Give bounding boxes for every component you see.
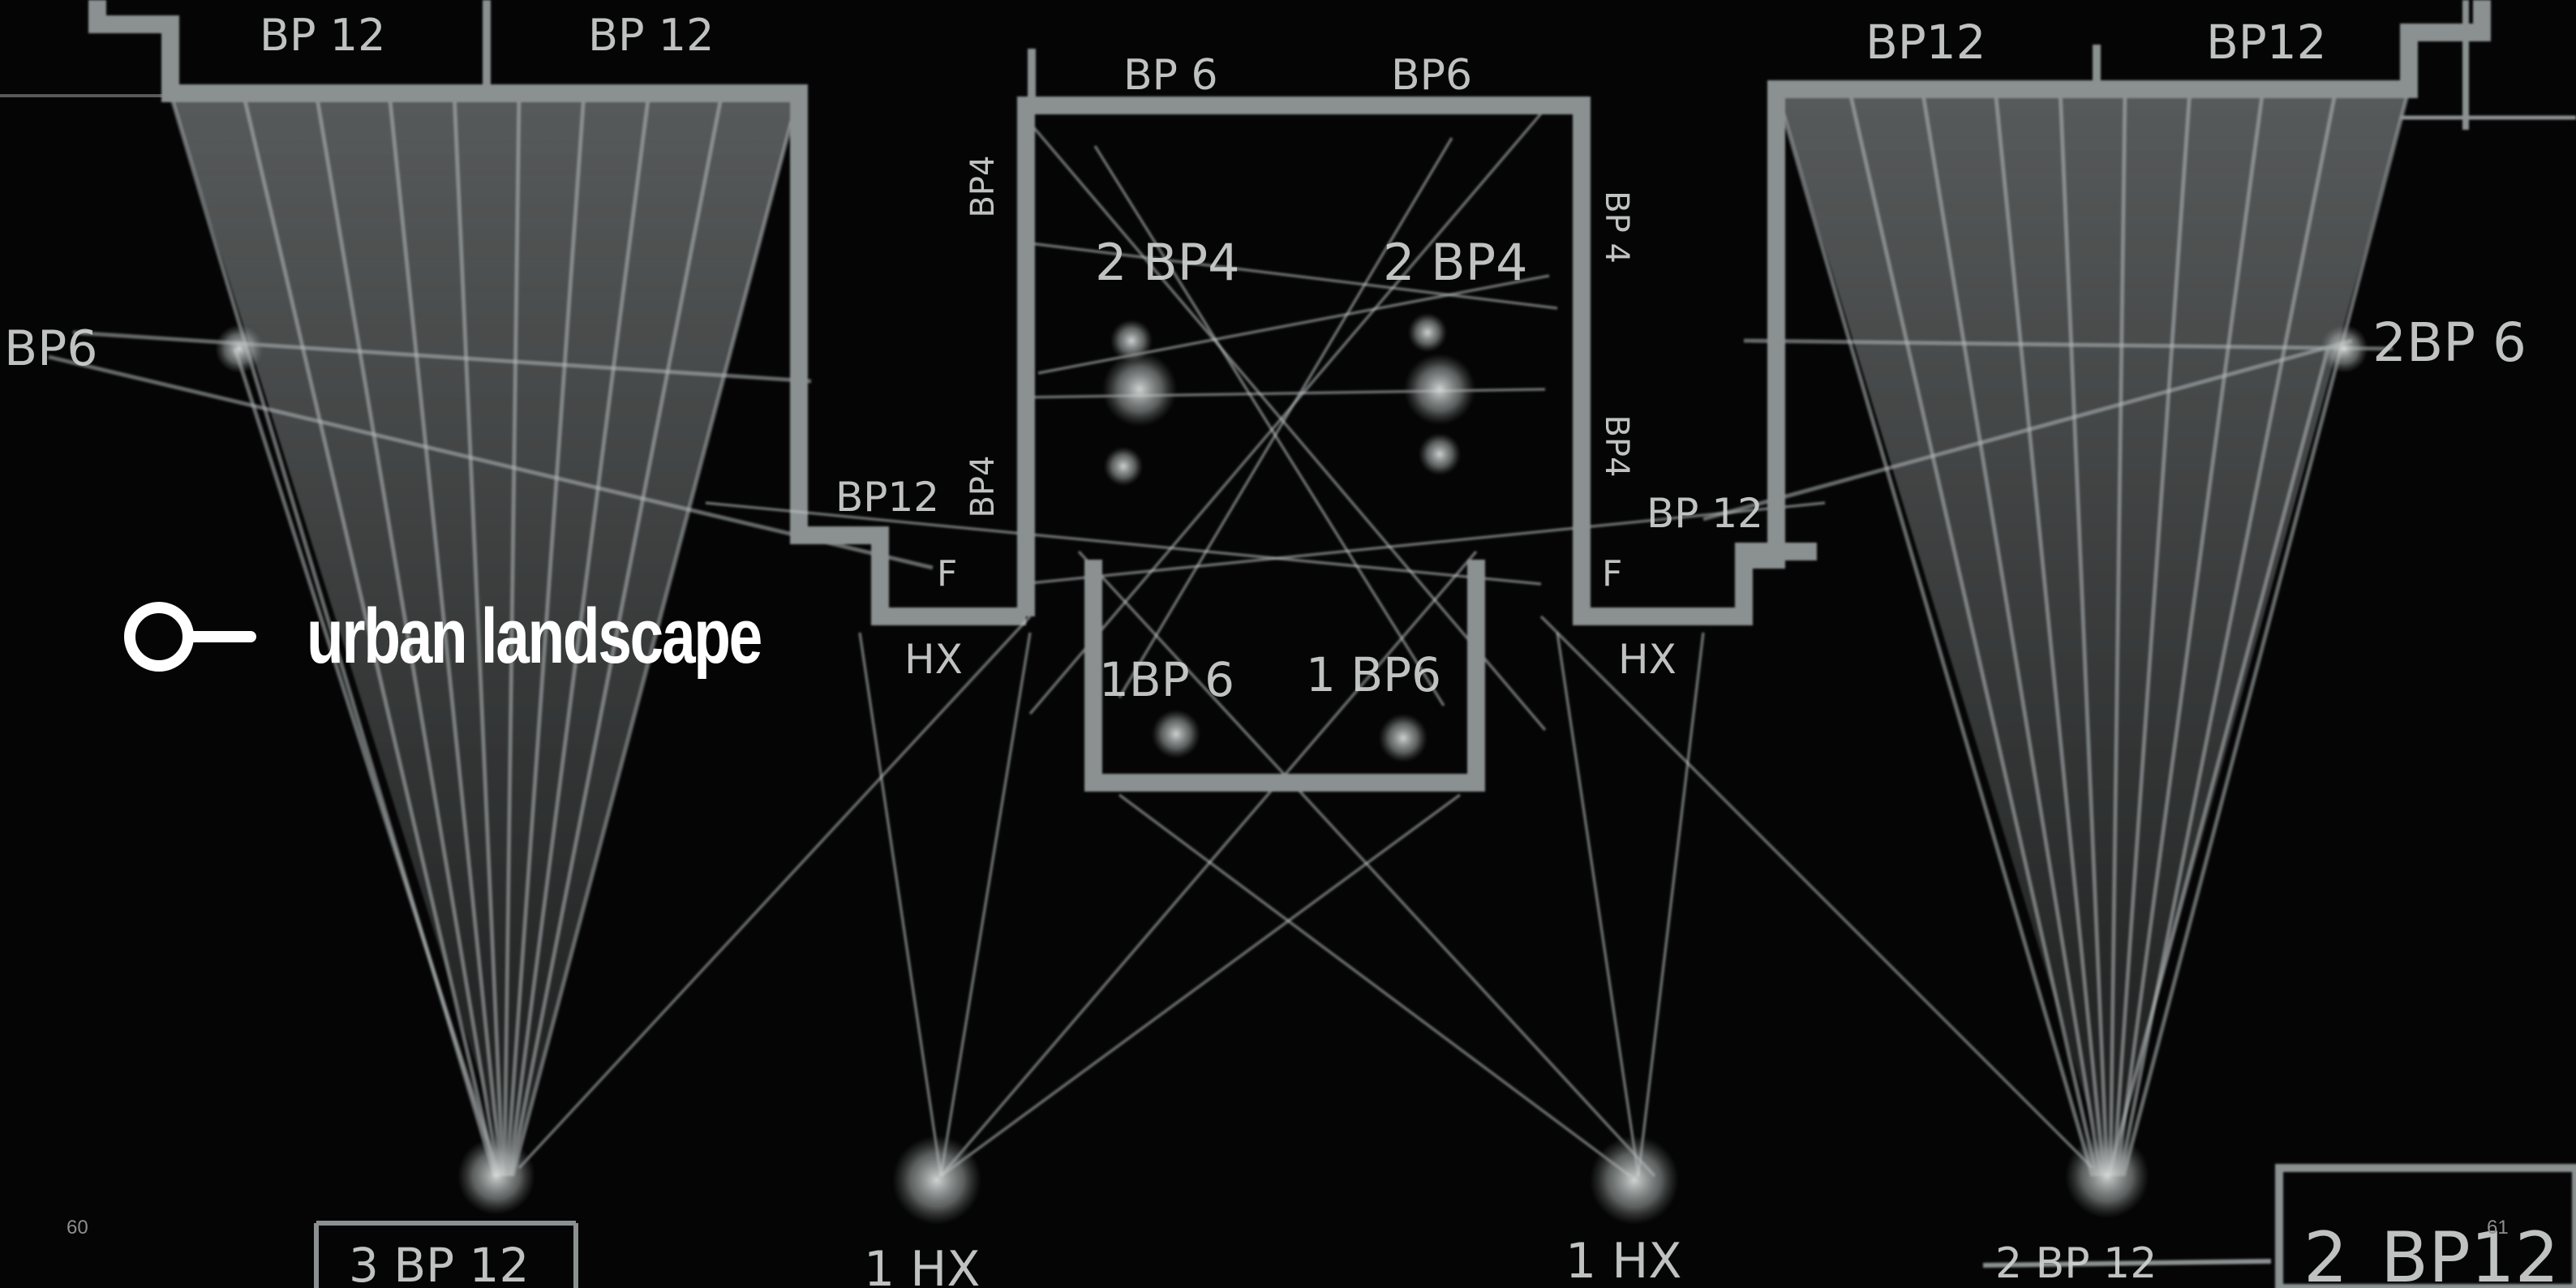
label-bp6-top-mid-1: BP 6 — [1123, 51, 1218, 100]
label-1hx-bottom-left: 1 HX — [864, 1241, 980, 1288]
label-1hx-bottom-right: 1 HX — [1565, 1233, 1681, 1288]
label-f-right: F — [1602, 553, 1622, 595]
label-1bp6-right: 1 BP6 — [1306, 647, 1441, 702]
label-bp4-right-side-2: BP4 — [1598, 414, 1635, 477]
section-title-block: urban landscape — [122, 584, 889, 689]
right-cone — [1703, 0, 2576, 1288]
label-bp4-left-side-2: BP4 — [964, 455, 1002, 517]
label-2bp12-bottom-crossed: 2 BP 12 — [1995, 1239, 2157, 1288]
label-bp12-bottom-right: BP12 — [2381, 1217, 2559, 1288]
label-bp4-left-side-1: BP4 — [964, 155, 1002, 217]
label-bp12-step-right: BP 12 — [1646, 490, 1763, 537]
page-number-right: 61 — [2487, 1217, 2509, 1239]
label-bp6-left: BP6 — [4, 320, 98, 377]
label-2bp4-right: 2 BP4 — [1383, 233, 1528, 292]
label-hx-right: HX — [1618, 636, 1677, 683]
page-number-left: 60 — [67, 1217, 88, 1239]
label-bp12-top-right-2: BP12 — [2206, 15, 2327, 70]
label-2bp6-right: 2BP 6 — [2372, 311, 2527, 374]
label-bp6-top-mid-2: BP6 — [1391, 51, 1472, 100]
label-bp12-top-right-1: BP12 — [1865, 15, 1986, 70]
label-bp12-step-left: BP12 — [835, 474, 939, 521]
label-bp12-top-left-1: BP 12 — [260, 10, 386, 61]
section-title: urban landscape — [307, 592, 761, 681]
key-magnifier-icon — [122, 596, 260, 677]
label-2bp4-left: 2 BP4 — [1095, 233, 1240, 292]
label-1bp6-left: 1BP 6 — [1099, 652, 1234, 707]
label-bp4-right-side-1: BP 4 — [1598, 191, 1635, 264]
label-hx-left: HX — [904, 636, 963, 683]
label-3bp12-bottom: 3 BP 12 — [349, 1238, 529, 1288]
label-f-left: F — [937, 553, 957, 595]
label-bp12-top-left-2: BP 12 — [588, 10, 715, 61]
label-2-bottom-right: 2 — [2303, 1217, 2348, 1288]
